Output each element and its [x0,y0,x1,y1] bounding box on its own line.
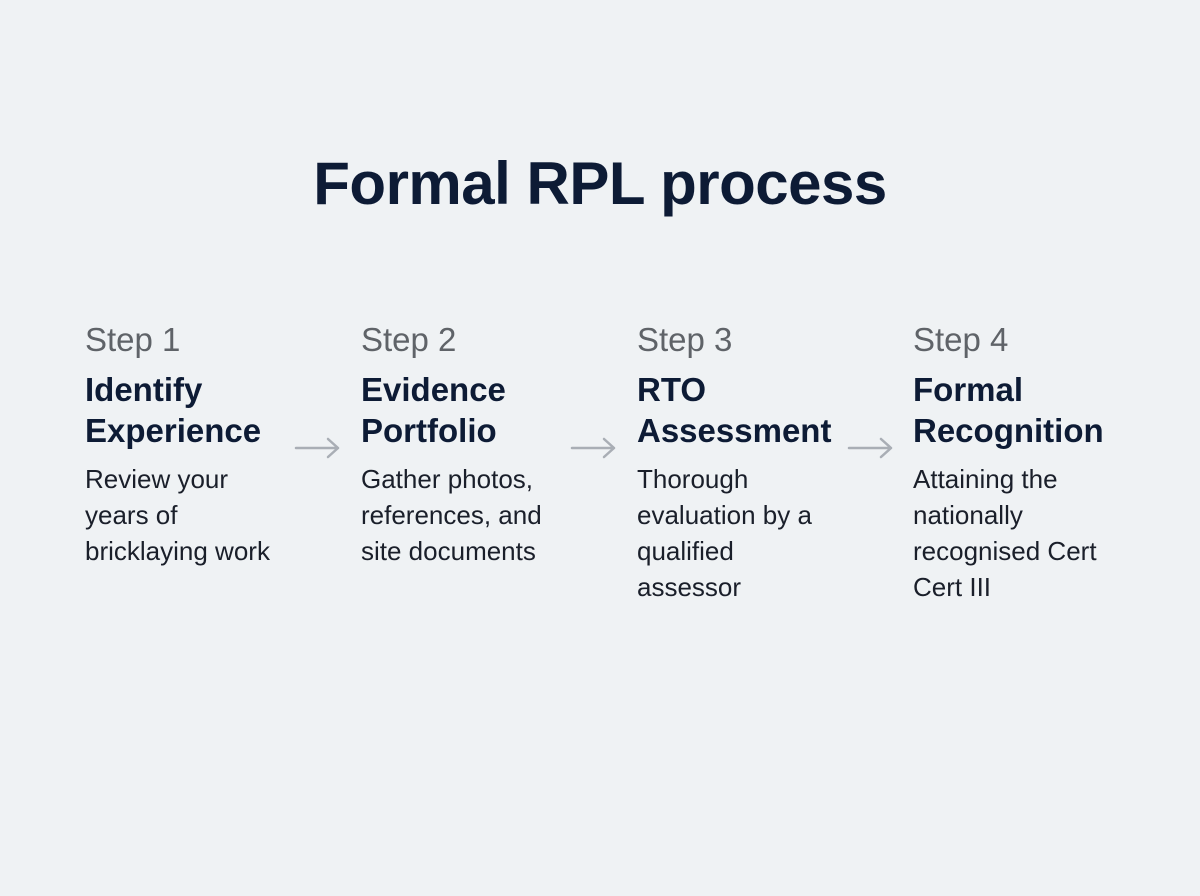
step-3-heading-line-1: RTO [637,371,707,408]
step-2-desc-line: Gather photos, [361,464,533,494]
step-4-heading: Formal Recognition [913,369,1158,451]
page-title: Formal RPL process [313,150,887,217]
step-4-heading-line-1: Formal [913,371,1024,408]
arrow-right-icon [847,437,893,459]
arrow-right-icon [294,437,340,459]
step-1-heading: Identify Experience [85,369,330,451]
step-4: Step 4 Formal Recognition Attaining the … [913,318,1158,605]
step-3-desc-line: Thorough [637,464,749,494]
step-2-heading: Evidence Portfolio [361,369,606,451]
step-1-heading-line-1: Identify [85,371,203,408]
step-2-label: Step 2 [361,321,457,358]
step-1-heading-line-2: Experience [85,412,262,449]
step-4-heading-line-2: Recognition [913,412,1104,449]
step-2-desc-line: site documents [361,536,536,566]
step-1-desc-line: Review your [85,464,229,494]
step-4-desc-line: nationally [913,500,1023,530]
step-3-heading-line-2: Assessment [637,412,832,449]
step-3-description: Thorough evaluation by a qualified asses… [637,461,882,605]
step-4-label: Step 4 [913,321,1009,358]
step-2-description: Gather photos, references, and site docu… [361,461,606,569]
step-3-label: Step 3 [637,321,733,358]
step-4-desc-line: Cert III [913,572,992,602]
step-4-desc-line: Attaining the [913,464,1058,494]
step-4-desc-line: recognised Cert [913,536,1097,566]
step-1: Step 1 Identify Experience Review your y… [85,318,330,569]
step-2-heading-line-2: Portfolio [361,412,497,449]
step-1-label: Step 1 [85,321,181,358]
step-1-desc-line: years of [85,500,178,530]
step-2: Step 2 Evidence Portfolio Gather photos,… [361,318,606,569]
arrow-right-icon [570,437,616,459]
step-4-description: Attaining the nationally recognised Cert… [913,461,1158,605]
step-3-desc-line: qualified [637,536,734,566]
step-1-description: Review your years of bricklaying work [85,461,330,569]
step-3: Step 3 RTO Assessment Thorough evaluatio… [637,318,882,605]
step-3-heading: RTO Assessment [637,369,882,451]
step-2-desc-line: references, and [361,500,542,530]
step-3-desc-line: evaluation by a [637,500,812,530]
step-1-desc-line: bricklaying work [85,536,270,566]
step-2-heading-line-1: Evidence [361,371,506,408]
step-3-desc-line: assessor [637,572,742,602]
